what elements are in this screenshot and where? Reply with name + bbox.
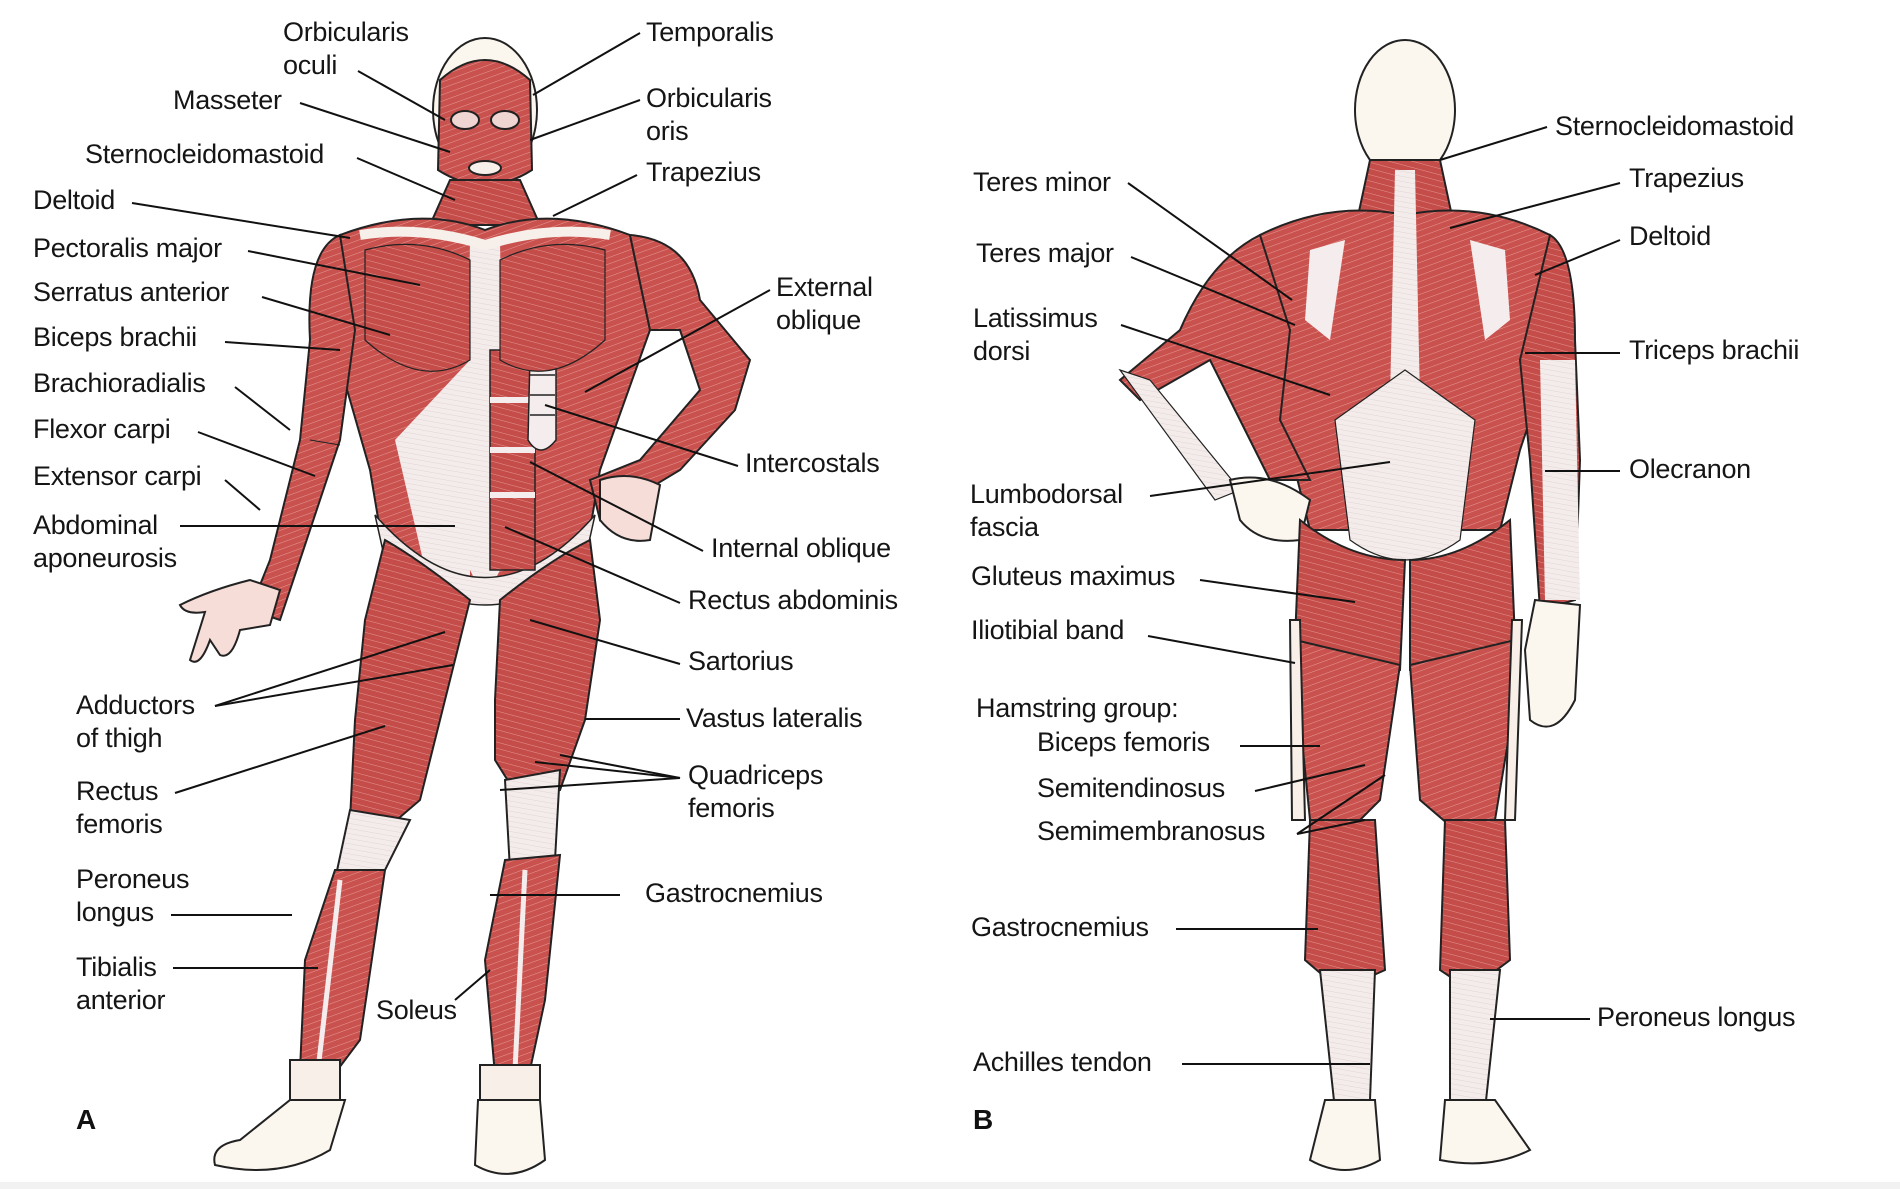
label-line: Tibialis bbox=[76, 952, 157, 982]
label-front-soleus: Soleus bbox=[376, 995, 457, 1025]
label-front-extensor-carpi: Extensor carpi bbox=[33, 461, 202, 491]
leader-lines bbox=[131, 32, 1621, 1065]
label-front-intercostals: Intercostals bbox=[745, 448, 880, 478]
label-line: Orbicularis bbox=[646, 83, 772, 113]
label-front-rectus-abdominis: Rectus abdominis bbox=[688, 585, 898, 615]
label-back-deltoid: Deltoid bbox=[1629, 221, 1711, 251]
label-line: Adductors bbox=[76, 690, 195, 720]
label-line: Latissimus bbox=[973, 303, 1098, 333]
label-front-serratus-anterior: Serratus anterior bbox=[33, 277, 229, 307]
label-front-internal-oblique: Internal oblique bbox=[711, 533, 891, 563]
label-back-biceps-femoris: Biceps femoris bbox=[1037, 727, 1210, 757]
label-line: aponeurosis bbox=[33, 543, 177, 573]
label-line: oblique bbox=[776, 305, 861, 335]
label-front-rectus-femoris: Rectus femoris bbox=[76, 775, 163, 841]
label-back-teres-minor: Teres minor bbox=[973, 167, 1111, 197]
label-front-temporalis: Temporalis bbox=[646, 17, 774, 47]
label-front-vastus-lateralis: Vastus lateralis bbox=[686, 703, 863, 733]
label-line: oris bbox=[646, 116, 689, 146]
label-front-masseter: Masseter bbox=[173, 85, 282, 115]
label-front-tibialis-anterior: Tibialis anterior bbox=[76, 951, 165, 1017]
label-front-orbicularis-oculi: Orbicularis oculi bbox=[283, 16, 409, 82]
label-line: Abdominal bbox=[33, 510, 158, 540]
label-front-brachioradialis: Brachioradialis bbox=[33, 368, 206, 398]
label-back-iliotibial-band: Iliotibial band bbox=[971, 615, 1125, 645]
bottom-border bbox=[0, 1182, 1900, 1189]
back-figure bbox=[1118, 39, 1582, 1171]
label-line: Orbicularis bbox=[283, 17, 409, 47]
label-line: anterior bbox=[76, 985, 166, 1015]
label-back-semitendinosus: Semitendinosus bbox=[1037, 773, 1225, 803]
label-line: femoris bbox=[688, 793, 775, 823]
label-back-sternocleidomastoid: Sternocleidomastoid bbox=[1555, 111, 1794, 141]
label-line: Peroneus bbox=[76, 864, 190, 894]
label-line: Rectus bbox=[76, 776, 159, 806]
panel-letter-b: B bbox=[973, 1104, 994, 1135]
label-front-external-oblique: External oblique bbox=[776, 271, 873, 337]
label-back-lumbodorsal-fascia: Lumbodorsal fascia bbox=[970, 478, 1123, 544]
label-back-hamstring-group: Hamstring group: bbox=[976, 693, 1179, 723]
label-line: Quadriceps bbox=[688, 760, 824, 790]
front-figure bbox=[178, 37, 752, 1175]
label-back-latissimus-dorsi: Latissimus dorsi bbox=[973, 302, 1098, 368]
label-line: oculi bbox=[283, 50, 338, 80]
label-front-pectoralis-major: Pectoralis major bbox=[33, 233, 222, 263]
label-front-abdominal-aponeurosis: Abdominal aponeurosis bbox=[33, 509, 177, 575]
label-front-biceps-brachii: Biceps brachii bbox=[33, 322, 197, 352]
label-front-sartorius: Sartorius bbox=[688, 646, 794, 676]
label-front-peroneus-longus: Peroneus longus bbox=[76, 863, 189, 929]
label-front-adductors-of-thigh: Adductors of thigh bbox=[76, 689, 195, 755]
label-line: dorsi bbox=[973, 336, 1031, 366]
label-line: of thigh bbox=[76, 723, 163, 753]
label-back-teres-major: Teres major bbox=[976, 238, 1114, 268]
label-front-trapezius: Trapezius bbox=[646, 157, 761, 187]
label-front-quadriceps-femoris: Quadriceps femoris bbox=[688, 759, 823, 825]
label-front-gastrocnemius: Gastrocnemius bbox=[645, 878, 823, 908]
label-front-deltoid: Deltoid bbox=[33, 185, 115, 215]
label-line: Lumbodorsal bbox=[970, 479, 1123, 509]
label-front-sternocleidomastoid: Sternocleidomastoid bbox=[85, 139, 324, 169]
label-back-semimembranosus: Semimembranosus bbox=[1037, 816, 1266, 846]
label-back-trapezius: Trapezius bbox=[1629, 163, 1744, 193]
panel-letter-a: A bbox=[76, 1104, 97, 1135]
label-back-triceps-brachii: Triceps brachii bbox=[1629, 335, 1800, 365]
label-line: External bbox=[776, 272, 873, 302]
label-back-achilles-tendon: Achilles tendon bbox=[973, 1047, 1152, 1077]
label-line: longus bbox=[76, 897, 154, 927]
label-front-flexor-carpi: Flexor carpi bbox=[33, 414, 171, 444]
label-back-gastrocnemius: Gastrocnemius bbox=[971, 912, 1149, 942]
label-line: femoris bbox=[76, 809, 163, 839]
label-back-peroneus-longus: Peroneus longus bbox=[1597, 1002, 1796, 1032]
label-line: fascia bbox=[970, 512, 1039, 542]
label-back-gluteus-maximus: Gluteus maximus bbox=[971, 561, 1176, 591]
label-front-orbicularis-oris: Orbicularis oris bbox=[646, 82, 772, 148]
label-back-olecranon: Olecranon bbox=[1629, 454, 1751, 484]
